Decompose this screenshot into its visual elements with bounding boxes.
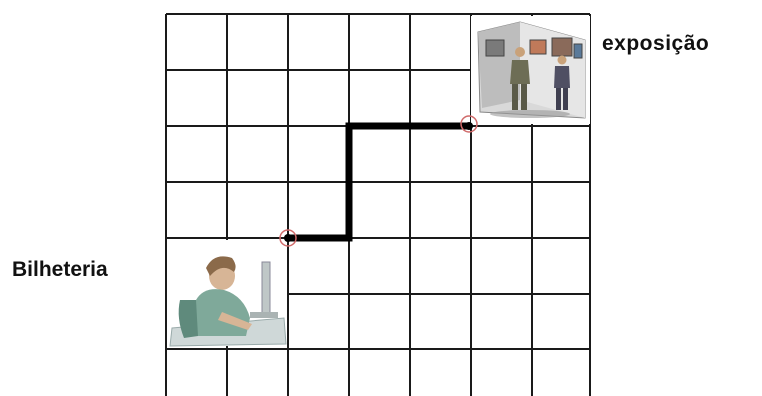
ticket-office-label: Bilheteria bbox=[12, 258, 108, 281]
exhibition-clipart-icon bbox=[471, 16, 590, 124]
route-path bbox=[288, 122, 471, 242]
ticket-office-clipart-icon bbox=[167, 240, 287, 347]
exhibition-label: exposição bbox=[602, 32, 710, 55]
route-end-marker bbox=[460, 115, 478, 133]
route-start-marker bbox=[279, 229, 297, 247]
